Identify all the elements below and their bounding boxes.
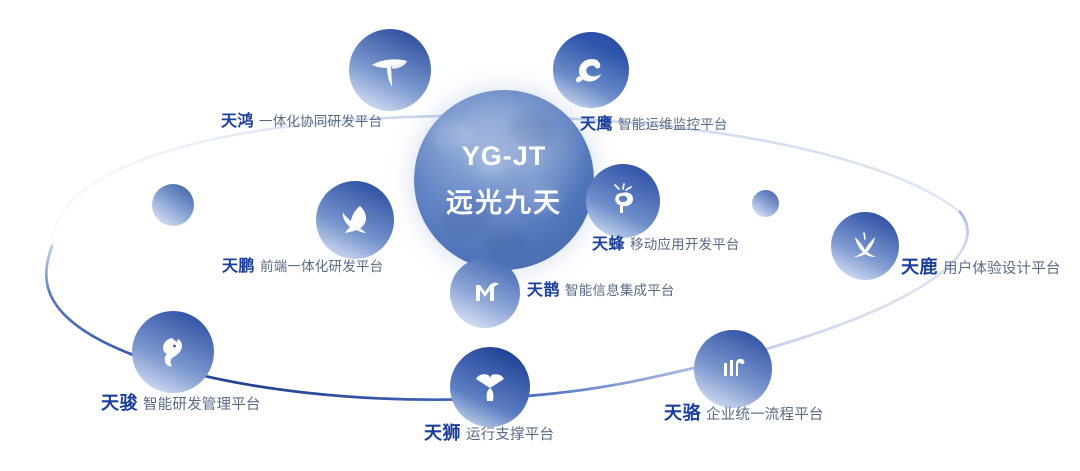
- tianjun-desc: 智能研发管理平台: [143, 397, 261, 413]
- tianlu-name: 天鹿: [901, 257, 938, 277]
- deer-antler-icon: [854, 232, 876, 257]
- camel-icon: [724, 358, 745, 376]
- lion-trefoil-icon: [476, 374, 504, 401]
- center-brand-text: YG-JT 远光九天: [414, 90, 594, 270]
- tianluo-desc: 企业统一流程平台: [706, 407, 824, 423]
- tianlu-desc: 用户体验设计平台: [943, 261, 1061, 277]
- tianying-label: 天鹰 智能运维监控平台: [580, 117, 728, 133]
- horse-head-icon: [163, 338, 182, 367]
- tianjun-name: 天骏: [101, 393, 138, 413]
- tianhong-name: 天鸿: [221, 113, 255, 130]
- tianpeng-label: 天鹏 前端一体化研发平台: [222, 259, 383, 275]
- center-title-cn: 远光九天: [446, 187, 562, 218]
- tianlu-bubble[interactable]: [831, 212, 899, 280]
- tianfeng-name: 天蜂: [592, 236, 626, 253]
- tianluo-label: 天骆 企业统一流程平台: [664, 404, 824, 423]
- center-brand-node: YG-JT 远光九天: [414, 90, 594, 270]
- eagle-e-icon: [575, 59, 601, 83]
- tianying-desc: 智能运维监控平台: [618, 117, 728, 132]
- tianying-bubble[interactable]: [553, 32, 629, 108]
- orbit-accent-dot-right: [752, 190, 779, 217]
- tianpeng-bubble[interactable]: [316, 181, 394, 259]
- tianpeng-name: 天鹏: [222, 258, 256, 275]
- tianfeng-label: 天蜂 移动应用开发平台: [592, 237, 740, 253]
- tianshi-bubble[interactable]: [450, 347, 530, 427]
- tianque-label: 天鹊 智能信息集成平台: [527, 283, 675, 299]
- tianque-bubble[interactable]: [450, 258, 520, 328]
- tianhong-label: 天鸿 一体化协同研发平台: [221, 114, 382, 130]
- tianshi-name: 天狮: [424, 423, 461, 443]
- tianshi-desc: 运行支撑平台: [466, 427, 555, 443]
- tianjun-label: 天骏 智能研发管理平台: [101, 394, 261, 413]
- tianjun-bubble[interactable]: [132, 311, 214, 393]
- tianpeng-desc: 前端一体化研发平台: [260, 259, 384, 274]
- roc-bird-icon: [342, 206, 366, 233]
- tianshi-label: 天狮 运行支撑平台: [424, 424, 554, 443]
- orbit-accent-dot-left: [152, 184, 194, 226]
- tianfeng-desc: 移动应用开发平台: [630, 237, 740, 252]
- center-title-en: YG-JT: [461, 140, 547, 171]
- tianluo-bubble[interactable]: [694, 330, 772, 408]
- tianhong-desc: 一体化协同研发平台: [259, 114, 383, 129]
- swallow-bird-icon: [372, 59, 407, 87]
- tianlu-label: 天鹿 用户体验设计平台: [901, 258, 1061, 277]
- tianhong-bubble[interactable]: [349, 29, 431, 111]
- tianque-desc: 智能信息集成平台: [565, 283, 675, 298]
- tianluo-name: 天骆: [664, 403, 701, 423]
- magpie-m-icon: [476, 282, 499, 301]
- moon-sphere: [414, 90, 594, 270]
- tianying-name: 天鹰: [580, 116, 614, 133]
- tianque-name: 天鹊: [527, 282, 561, 299]
- bee-icon: [614, 183, 633, 213]
- tianfeng-bubble[interactable]: [586, 164, 660, 238]
